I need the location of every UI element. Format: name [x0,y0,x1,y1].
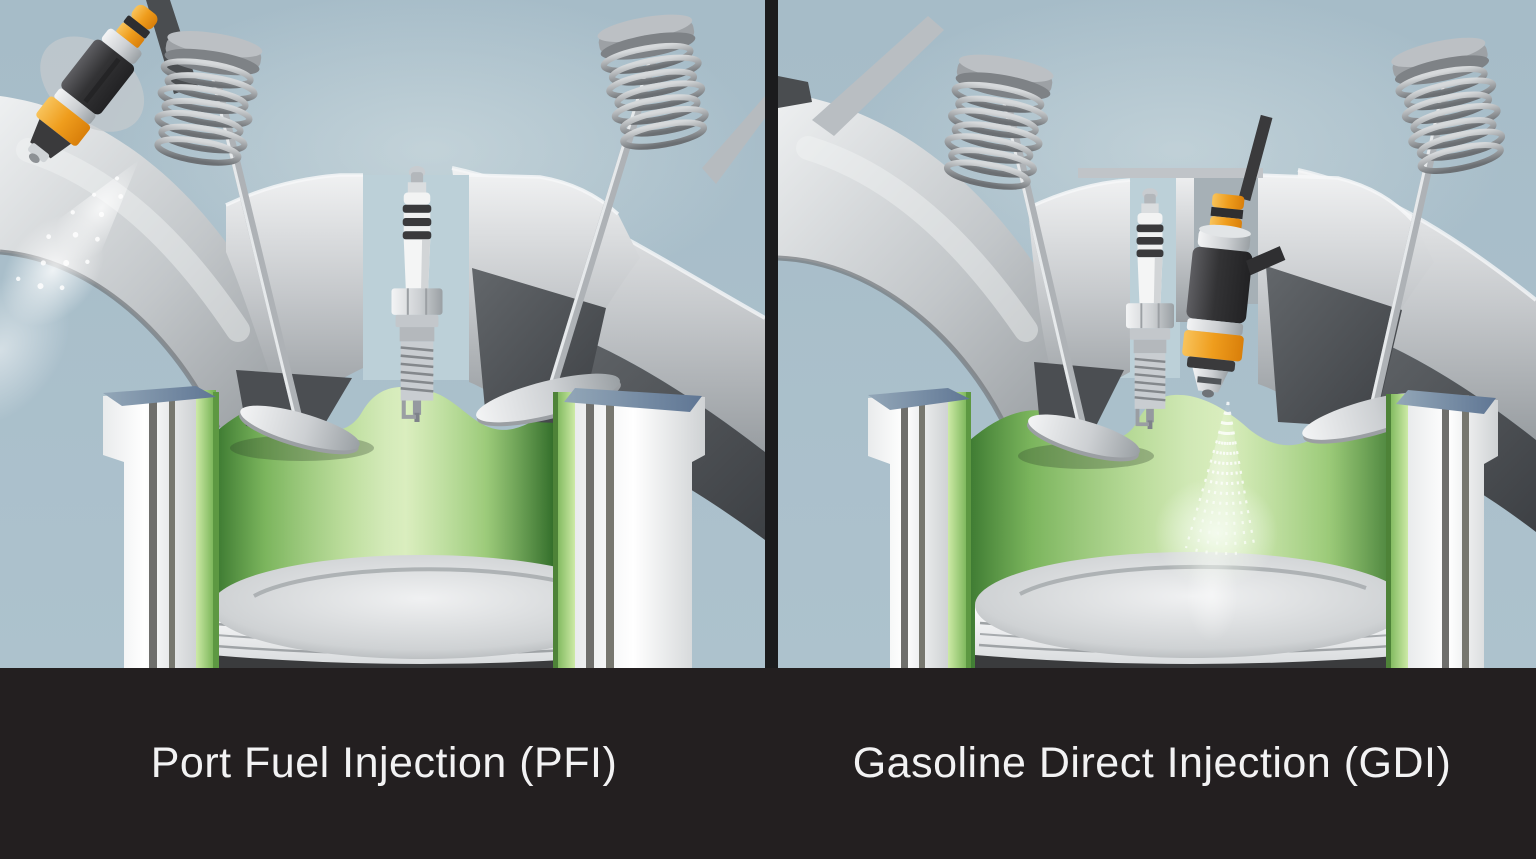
exhaust-valve-seat-shadow [1266,266,1402,428]
injector-connector-tab [1246,246,1286,276]
head-slat [702,96,765,184]
pfi-caption-cell: Port Fuel Injection (PFI) [0,668,768,859]
gdi-caption-cell: Gasoline Direct Injection (GDI) [768,668,1536,859]
cylinder-liner [948,392,970,668]
gdi-panel [778,0,1536,668]
cylinder-wall-left [103,386,219,668]
cylinder-wall-left [868,388,971,668]
intake-port [778,16,1100,434]
cylinder-liner [553,392,575,668]
fuel-injector [28,4,158,164]
head-slat [812,16,944,136]
pfi-caption: Port Fuel Injection (PFI) [150,739,618,787]
deck-face [1396,390,1496,414]
cylinder-wall-right [1386,390,1498,668]
intake-valve [149,26,374,461]
deck-face [564,388,702,412]
fuel-spray [0,160,139,427]
deck-face [868,388,970,410]
caption-bar: Port Fuel Injection (PFI) Gasoline Direc… [0,668,1536,859]
fuel-injector [1182,114,1286,398]
cylinder-wall-right [553,388,705,668]
deck-face [103,386,216,406]
fuel-spray [1154,398,1278,642]
head-blade [778,76,812,108]
cylinder-liner [1386,394,1408,668]
intake-valve [938,49,1154,469]
spray-glow [1154,477,1278,589]
illustration-area [0,0,1536,668]
cylinder-liner [196,390,216,668]
panel-divider [765,0,778,668]
pfi-panel [0,0,765,668]
gdi-caption: Gasoline Direct Injection (GDI) [852,739,1452,787]
